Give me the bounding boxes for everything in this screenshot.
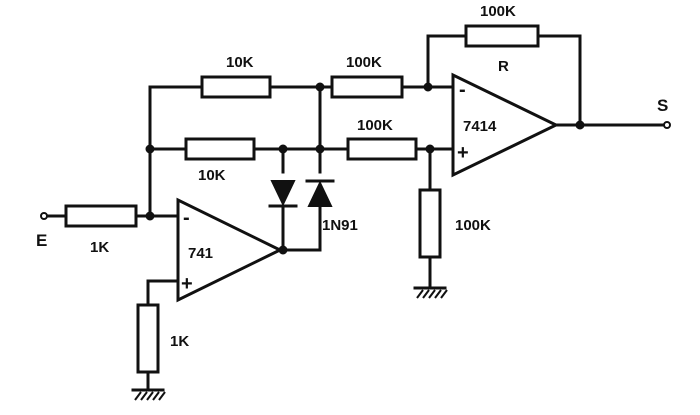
input-label: E bbox=[36, 231, 47, 250]
opamp-741 bbox=[176, 197, 284, 303]
opamp-7414-minus: - bbox=[459, 79, 466, 101]
opamp-741-label: 741 bbox=[188, 245, 213, 262]
output-label: S bbox=[657, 96, 668, 115]
resistor-plus2-ground bbox=[418, 188, 442, 259]
resistor-mid-left bbox=[184, 137, 256, 161]
resistor-plus2-ground-label: 100K bbox=[455, 217, 491, 234]
diode-right bbox=[305, 179, 335, 207]
resistor-plus-ground-label: 1K bbox=[170, 333, 189, 350]
output-terminal bbox=[663, 121, 671, 129]
resistor-feedback-name: R bbox=[498, 58, 509, 75]
diode-left bbox=[268, 180, 298, 208]
resistor-top-right bbox=[330, 75, 404, 99]
resistor-plus-ground bbox=[136, 303, 160, 374]
resistor-input-label: 1K bbox=[90, 239, 109, 256]
resistor-top-left bbox=[200, 75, 272, 99]
resistor-feedback-value: 100K bbox=[480, 3, 516, 20]
input-terminal bbox=[40, 212, 48, 220]
resistor-top-left-label: 10K bbox=[226, 54, 254, 71]
resistor-top-right-label: 100K bbox=[346, 54, 382, 71]
diode-label: 1N91 bbox=[322, 217, 358, 234]
opamp-741-plus: + bbox=[181, 273, 193, 295]
opamp-7414-label: 7414 bbox=[463, 118, 497, 135]
resistor-mid-left-label: 10K bbox=[198, 167, 226, 184]
opamp-7414 bbox=[451, 72, 560, 178]
ground-symbol-right bbox=[413, 286, 448, 299]
resistor-input bbox=[64, 204, 138, 228]
resistor-mid-right-label: 100K bbox=[357, 117, 393, 134]
resistor-mid-right bbox=[346, 137, 418, 161]
ground-symbol-left bbox=[131, 388, 166, 401]
opamp-7414-plus: + bbox=[457, 142, 469, 164]
opamp-741-minus: - bbox=[183, 207, 190, 229]
resistor-feedback bbox=[464, 24, 540, 48]
